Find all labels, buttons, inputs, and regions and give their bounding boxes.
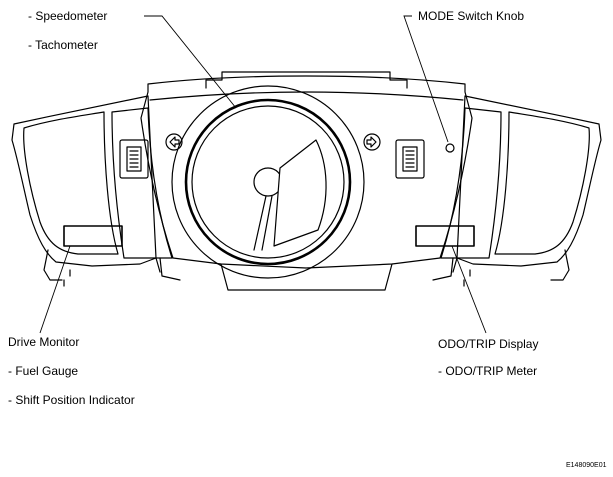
label-tachometer: - Tachometer [28,38,98,52]
left-mount-tab [43,249,63,281]
right-wing-housing [456,95,602,267]
label-odo-trip-meter: - ODO/TRIP Meter [438,364,538,378]
right-switch-plate [395,139,425,179]
odo-trip-display-window [415,225,475,247]
gauge-needle [253,195,273,251]
left-wing-inner [23,111,119,255]
figure-code: E148090E01 [566,462,607,469]
right-mount-tab [550,249,570,281]
outer-gauge-ring [171,85,365,279]
left-switch-plate [119,139,149,179]
leader-drive-monitor [39,245,71,334]
leader-odo-trip [451,245,487,334]
bottom-housing [220,263,393,291]
drive-monitor-display [63,225,123,247]
left-wing-housing [11,95,157,267]
label-odo-trip-display: ODO/TRIP Display [438,337,539,351]
mode-switch-knob [445,143,455,153]
left-turn-indicator [165,133,183,151]
label-shift-position-indicator: - Shift Position Indicator [8,393,135,407]
center-frame-inner [149,91,464,101]
label-mode-switch-knob: MODE Switch Knob [418,9,525,23]
tachometer-pointer [273,139,327,247]
top-bezel-step [205,71,408,89]
left-inner-panel [111,107,173,259]
label-fuel-gauge: - Fuel Gauge [8,364,79,378]
label-speedometer: - Speedometer [28,9,108,23]
right-turn-indicator [363,133,381,151]
speedometer-ring [184,98,352,266]
leader-speedometer [144,15,237,109]
leader-mode-knob [403,15,449,143]
label-drive-monitor: Drive Monitor [8,335,80,349]
right-wing-inner [494,111,590,255]
right-inner-panel [440,107,502,259]
